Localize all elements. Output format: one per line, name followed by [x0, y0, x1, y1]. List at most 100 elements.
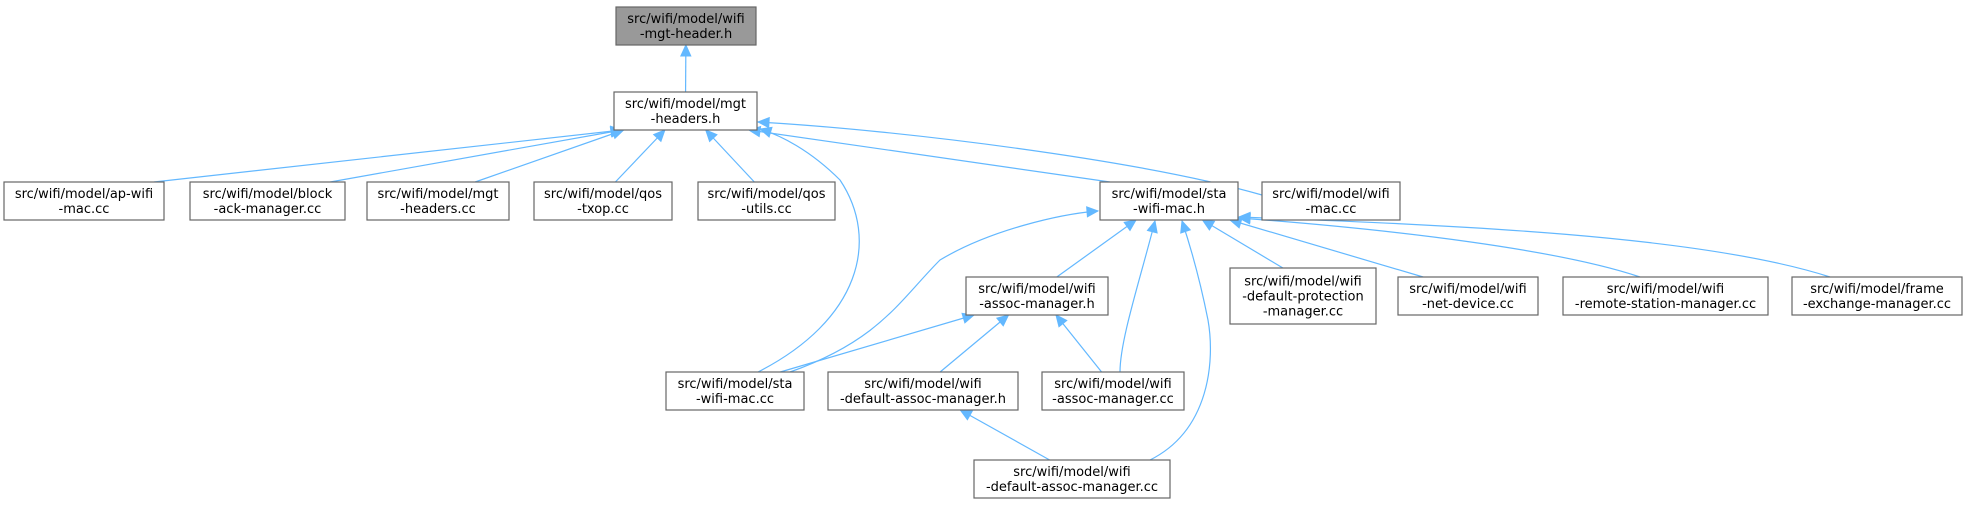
node-label-line: src/wifi/model/wifi: [1409, 282, 1526, 297]
node-box[interactable]: [973, 459, 1171, 499]
node-box[interactable]: [615, 6, 757, 46]
node-label-line: src/wifi/model/mgt: [625, 97, 746, 112]
node-box[interactable]: [697, 181, 836, 221]
node-box[interactable]: [3, 181, 165, 221]
node-ap-wifi-mac-cc[interactable]: src/wifi/model/ap-wifi-mac.cc: [3, 181, 165, 221]
node-wifi-assoc-manager-h[interactable]: src/wifi/model/wifi-assoc-manager.h: [965, 276, 1109, 316]
node-box[interactable]: [665, 371, 805, 411]
node-label-line: src/wifi/model/ap-wifi: [15, 187, 153, 202]
node-label-line: -utils.cc: [741, 202, 791, 217]
arrowhead-qos-txop-cc-to-mgt-headers-h: [652, 129, 666, 143]
edge-wifi-mac-cc-to-mgt-headers-h: [757, 121, 1263, 196]
edge-default-assoc-manager-cc-to-sta-wifi-mac-h: [1149, 220, 1212, 461]
node-label-line: src/wifi/model/wifi: [1013, 465, 1130, 480]
node-label-line: src/wifi/model/wifi: [1607, 282, 1724, 297]
node-default-protection-manager-cc[interactable]: src/wifi/model/wifi-default-protection-m…: [1229, 267, 1377, 325]
node-box[interactable]: [613, 91, 758, 131]
arrowhead-wifi-assoc-manager-cc-to-sta-wifi-mac-h: [1146, 219, 1158, 234]
edge-default-assoc-manager-cc-to-default-assoc-manager-h: [959, 409, 1050, 461]
node-default-assoc-manager-h[interactable]: src/wifi/model/wifi-default-assoc-manage…: [827, 371, 1019, 411]
node-mgt-headers-h[interactable]: src/wifi/model/mgt-headers.h: [613, 91, 758, 131]
nodes-layer: src/wifi/model/wifi-mgt-header.hsrc/wifi…: [3, 6, 1963, 499]
edge-wifi-assoc-manager-cc-to-wifi-assoc-manager-h: [1055, 314, 1103, 373]
edge-sta-wifi-mac-cc-to-mgt-headers-h: [757, 128, 860, 373]
node-label-line: src/wifi/model/block: [203, 187, 333, 202]
node-box[interactable]: [827, 371, 1019, 411]
node-label-line: src/wifi/model/wifi: [1244, 275, 1361, 290]
node-label-line: -ack-manager.cc: [214, 202, 322, 217]
arrowhead-frame-exchange-manager-cc-to-sta-wifi-mac-h: [1237, 211, 1251, 224]
node-qos-txop-cc[interactable]: src/wifi/model/qos-txop.cc: [533, 181, 673, 221]
edge-sta-wifi-mac-cc-to-sta-wifi-mac-h: [789, 210, 1099, 373]
arrowhead-default-assoc-manager-cc-to-default-assoc-manager-h: [959, 409, 974, 421]
edge-remote-station-manager-cc-to-sta-wifi-mac-h: [1238, 217, 1641, 278]
node-box[interactable]: [1261, 181, 1401, 221]
node-box[interactable]: [533, 181, 673, 221]
node-label-line: src/wifi/model/wifi: [1272, 187, 1389, 202]
arrowhead-mgt-headers-h-to-wifi-mgt-header-h: [680, 43, 692, 57]
node-qos-utils-cc[interactable]: src/wifi/model/qos-utils.cc: [697, 181, 836, 221]
node-wifi-net-device-cc[interactable]: src/wifi/model/wifi-net-device.cc: [1397, 276, 1539, 316]
node-sta-wifi-mac-cc[interactable]: src/wifi/model/sta-wifi-mac.cc: [665, 371, 805, 411]
node-box[interactable]: [1397, 276, 1539, 316]
node-remote-station-manager-cc[interactable]: src/wifi/model/wifi-remote-station-manag…: [1562, 276, 1769, 316]
node-label-line: -assoc-manager.cc: [1052, 392, 1174, 407]
arrowhead-default-protection-manager-cc-to-sta-wifi-mac-h: [1201, 219, 1216, 231]
edge-wifi-assoc-manager-h-to-sta-wifi-mac-h: [1056, 219, 1137, 278]
arrowhead-default-assoc-manager-cc-to-sta-wifi-mac-h: [1180, 219, 1192, 234]
edge-wifi-net-device-cc-to-sta-wifi-mac-h: [1229, 219, 1424, 278]
node-box[interactable]: [1099, 181, 1239, 221]
node-mgt-headers-cc[interactable]: src/wifi/model/mgt-headers.cc: [366, 181, 510, 221]
node-label-line: src/wifi/model/wifi: [627, 12, 744, 27]
node-label-line: -default-assoc-manager.cc: [986, 480, 1158, 495]
node-label-line: -mac.cc: [1306, 202, 1357, 217]
node-label-line: -default-assoc-manager.h: [840, 392, 1006, 407]
edge-qos-txop-cc-to-mgt-headers-h: [614, 129, 666, 183]
node-box[interactable]: [1041, 371, 1185, 411]
node-default-assoc-manager-cc[interactable]: src/wifi/model/wifi-default-assoc-manage…: [973, 459, 1171, 499]
arrowhead-qos-utils-cc-to-mgt-headers-h: [704, 129, 718, 143]
node-label-line: -remote-station-manager.cc: [1575, 297, 1756, 312]
node-label-line: -net-device.cc: [1422, 297, 1514, 312]
edge-sta-wifi-mac-cc-to-wifi-assoc-manager-h: [780, 314, 975, 373]
edge-ap-wifi-mac-cc-to-mgt-headers-h: [153, 129, 623, 183]
node-label-line: -default-protection: [1242, 290, 1364, 305]
node-label-line: -mac.cc: [59, 202, 110, 217]
node-label-line: -wifi-mac.cc: [696, 392, 774, 407]
node-label-line: src/wifi/model/wifi: [864, 377, 981, 392]
node-frame-exchange-manager-cc[interactable]: src/wifi/model/frame-exchange-manager.cc: [1791, 276, 1963, 316]
node-box[interactable]: [1791, 276, 1963, 316]
node-sta-wifi-mac-h[interactable]: src/wifi/model/sta-wifi-mac.h: [1099, 181, 1239, 221]
node-label-line: -manager.cc: [1263, 305, 1343, 320]
node-label-line: src/wifi/model/wifi: [978, 282, 1095, 297]
edge-wifi-assoc-manager-cc-to-sta-wifi-mac-h: [1119, 220, 1156, 373]
node-box[interactable]: [965, 276, 1109, 316]
node-box[interactable]: [1562, 276, 1769, 316]
node-box[interactable]: [189, 181, 346, 221]
arrowhead-sta-wifi-mac-cc-to-sta-wifi-mac-h: [1086, 206, 1100, 218]
edge-mgt-headers-cc-to-mgt-headers-h: [474, 129, 624, 183]
edge-qos-utils-cc-to-mgt-headers-h: [705, 129, 755, 183]
node-wifi-mac-cc[interactable]: src/wifi/model/wifi-mac.cc: [1261, 181, 1401, 221]
edge-block-ack-manager-cc-to-mgt-headers-h: [330, 129, 623, 183]
arrowhead-default-assoc-manager-h-to-wifi-assoc-manager-h: [995, 314, 1010, 327]
node-label-line: src/wifi/model/sta: [1112, 187, 1227, 202]
node-wifi-assoc-manager-cc[interactable]: src/wifi/model/wifi-assoc-manager.cc: [1041, 371, 1185, 411]
node-wifi-mgt-header-h[interactable]: src/wifi/model/wifi-mgt-header.h: [615, 6, 757, 46]
node-label-line: -exchange-manager.cc: [1803, 297, 1951, 312]
node-label-line: -assoc-manager.h: [979, 297, 1095, 312]
arrowhead-wifi-assoc-manager-h-to-sta-wifi-mac-h: [1123, 219, 1137, 232]
node-block-ack-manager-cc[interactable]: src/wifi/model/block-ack-manager.cc: [189, 181, 346, 221]
node-box[interactable]: [1229, 267, 1377, 325]
node-label-line: -wifi-mac.h: [1133, 202, 1205, 217]
node-label-line: -headers.cc: [400, 202, 476, 217]
edge-default-protection-manager-cc-to-sta-wifi-mac-h: [1202, 219, 1284, 269]
node-label-line: src/wifi/model/mgt: [377, 187, 498, 202]
node-box[interactable]: [366, 181, 510, 221]
node-label-line: src/wifi/model/qos: [707, 187, 825, 202]
node-label-line: -txop.cc: [577, 202, 629, 217]
node-label-line: -mgt-header.h: [640, 27, 732, 42]
edge-default-assoc-manager-h-to-wifi-assoc-manager-h: [939, 314, 1009, 373]
arrowhead-wifi-assoc-manager-cc-to-wifi-assoc-manager-h: [1055, 314, 1068, 328]
